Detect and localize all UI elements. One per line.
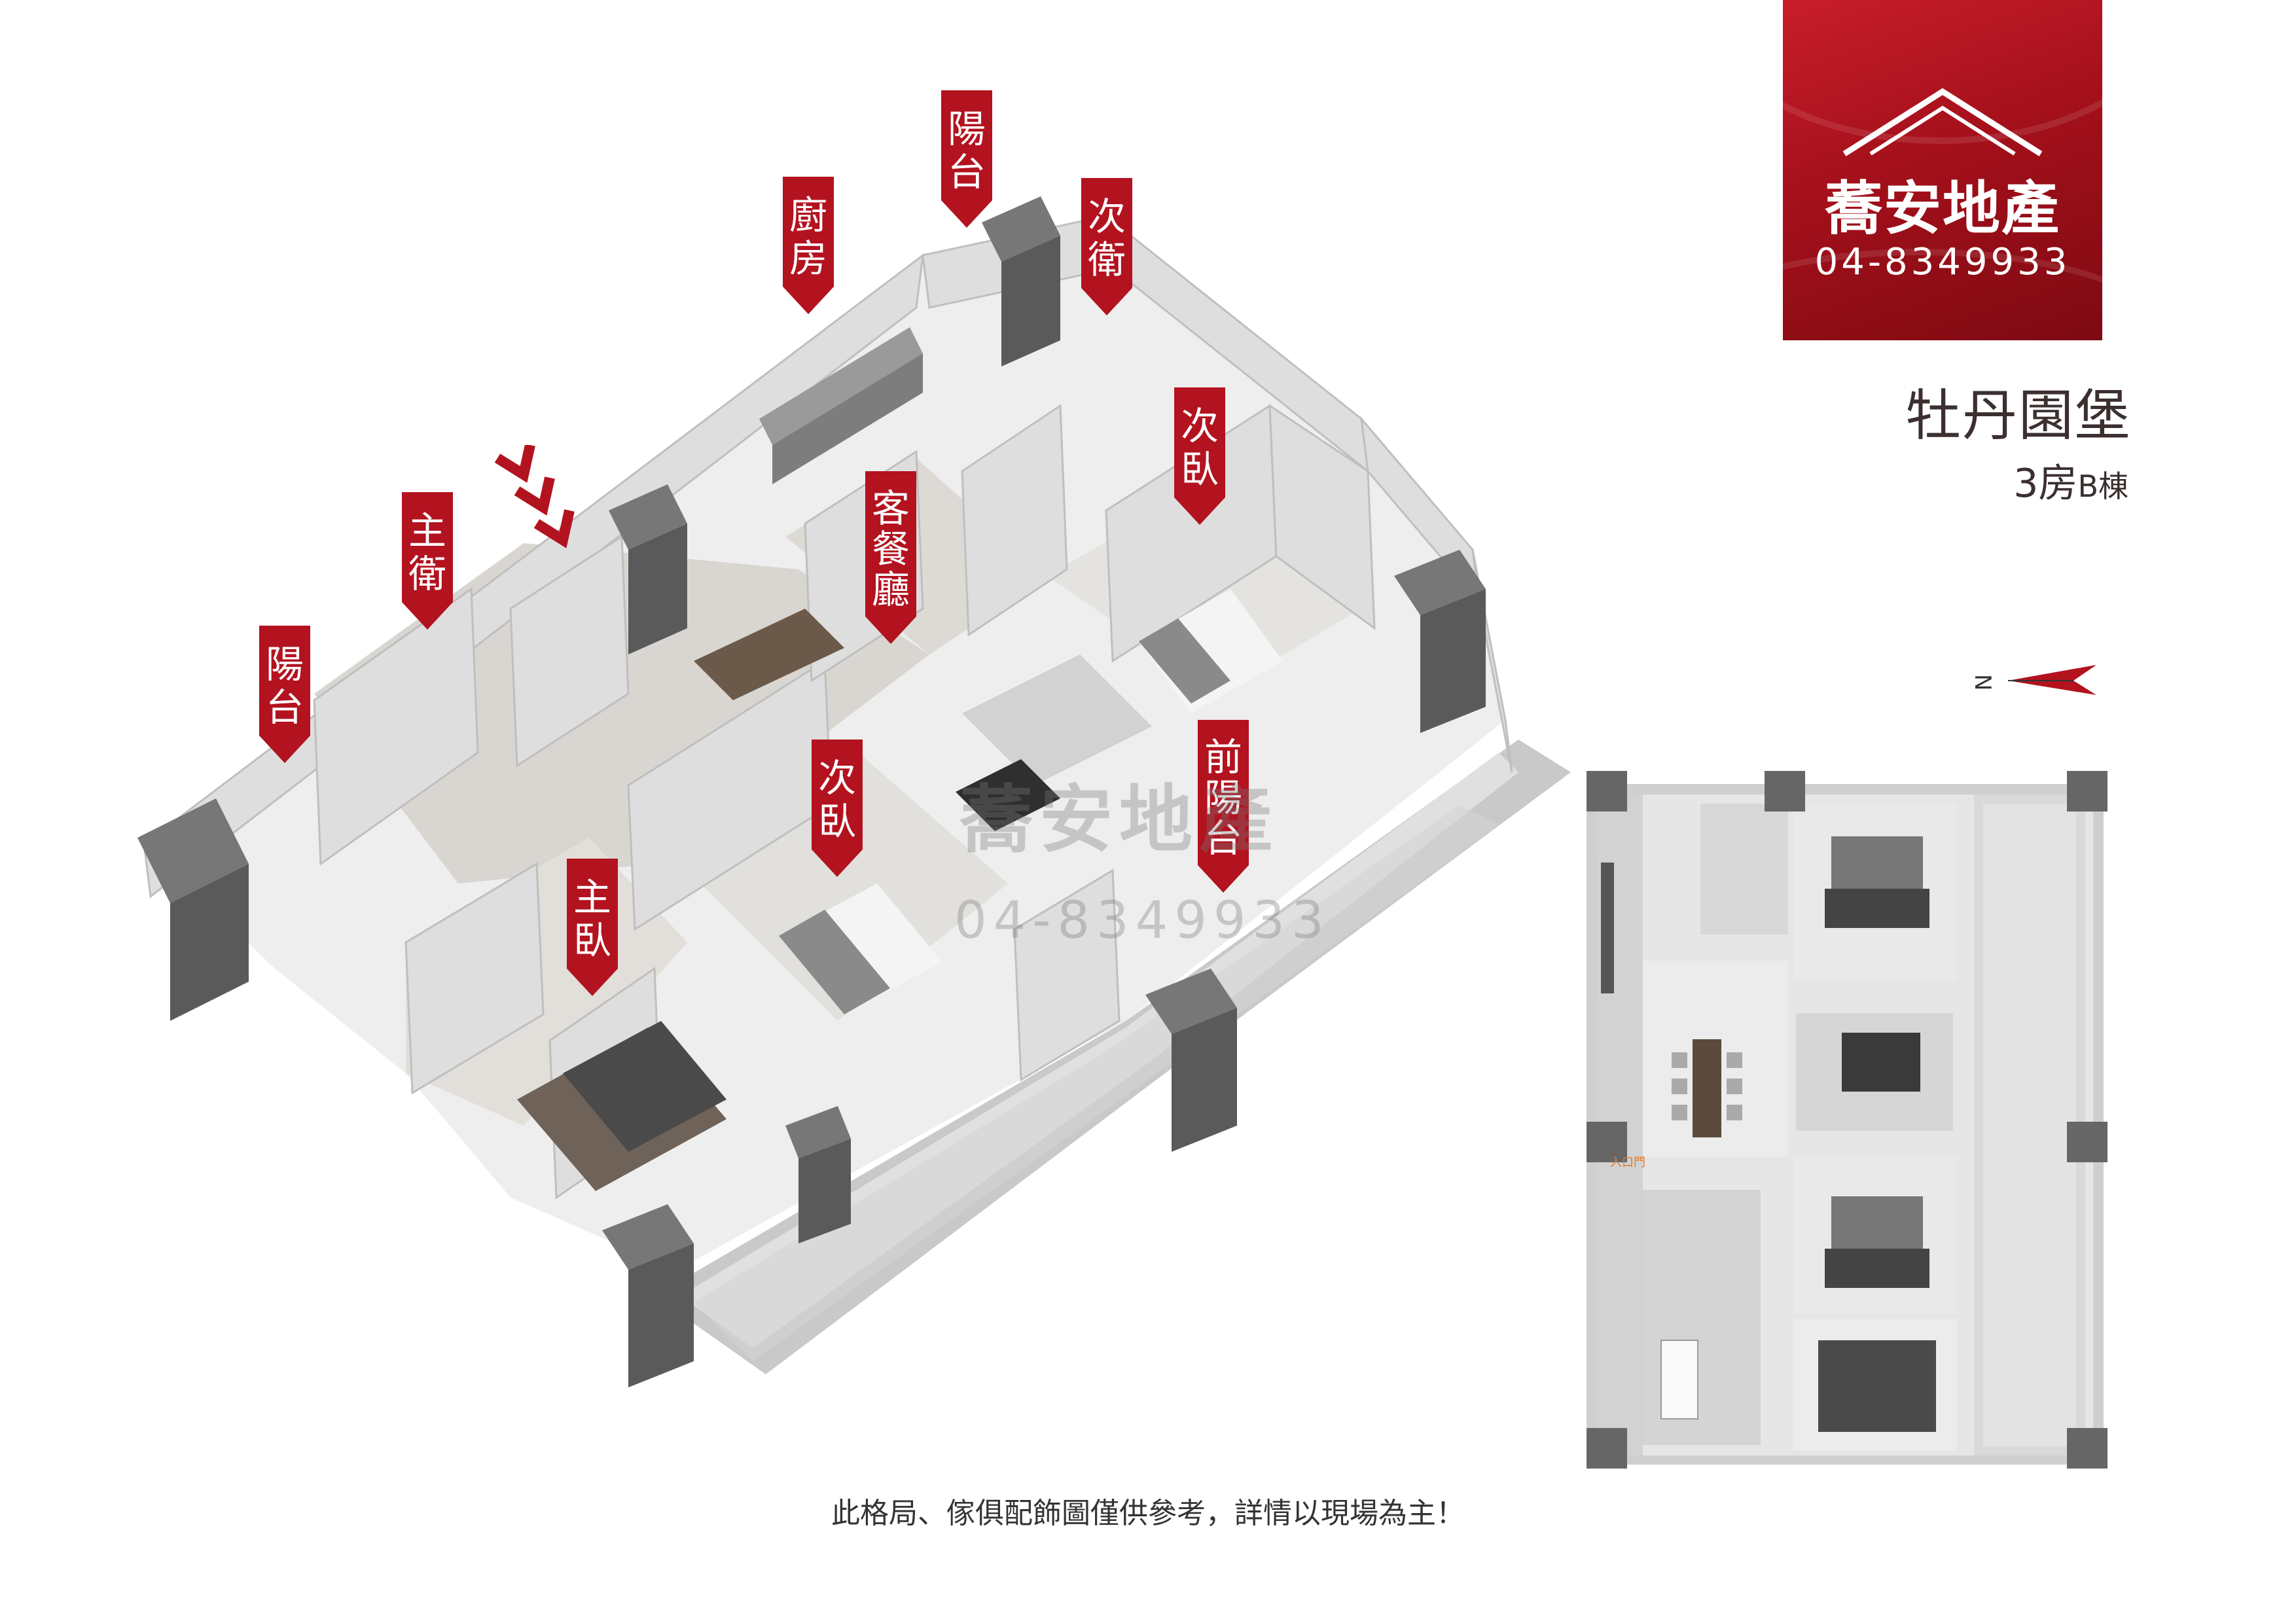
brand-name: 蕎安地產: [1824, 175, 2060, 242]
room-tag-label: 前陽台: [1198, 720, 1249, 865]
unit-type: 3房B棟: [2013, 452, 2128, 508]
room-tag-pointer: [402, 602, 453, 630]
unit-rooms: 3房: [2013, 461, 2078, 507]
room-tag-label: 次臥: [812, 740, 863, 849]
room-tag-living-dining: 客餐廳: [865, 471, 916, 644]
room-tag-label: 廚房: [783, 177, 834, 287]
room-tag-pointer: [259, 736, 310, 763]
entrance-label: 入口門: [1610, 1156, 1645, 1169]
2d-floor-plan: [1587, 771, 2108, 1469]
room-tag-label: 客餐廳: [865, 471, 916, 616]
furniture: [517, 327, 1283, 1191]
room-tag-secondary-bath: 次衛: [1081, 178, 1132, 315]
front-balcony-terrazzo: [655, 740, 1571, 1374]
disclaimer-text: 此格局、傢俱配飾圖僅供參考，詳情以現場為主！: [831, 1497, 1465, 1530]
room-tag-pointer: [865, 616, 916, 644]
watermark-brand-name: 蕎安地產: [960, 777, 1279, 863]
room-tag-pointer: [1081, 288, 1132, 315]
house-roof-icon: [1842, 88, 2043, 156]
project-name: 牡丹園堡: [1905, 383, 2131, 448]
room-tag-secondary-bedroom-1: 次臥: [1174, 387, 1225, 525]
room-tag-master-bath: 主衛: [402, 492, 453, 630]
compass-label: N: [1969, 674, 1996, 690]
room-tag-pointer: [1174, 497, 1225, 525]
room-tag-label: 次衛: [1081, 178, 1132, 288]
north-arrow-icon: N: [1969, 665, 2096, 695]
brand-logo-block: 蕎安地產 04-8349933: [1783, 0, 2102, 340]
room-tag-label: 次臥: [1174, 387, 1225, 497]
room-tag-label: 陽台: [259, 626, 310, 736]
room-tag-pointer: [1198, 865, 1249, 893]
room-tag-kitchen: 廚房: [783, 177, 834, 314]
room-tag-pointer: [941, 200, 992, 228]
room-tag-pointer: [783, 287, 834, 314]
room-tag-label: 陽台: [941, 90, 992, 200]
room-tag-label: 主臥: [567, 859, 618, 969]
watermark-phone: 04-8349933: [954, 891, 1331, 950]
room-tag-master-bedroom: 主臥: [567, 859, 618, 996]
room-tag-pointer: [567, 969, 618, 996]
structural-columns: [137, 196, 1486, 1387]
unit-building: B棟: [2077, 469, 2128, 504]
walls: [143, 213, 1513, 1200]
brand-phone: 04-8349933: [1814, 241, 2071, 283]
room-tag-balcony-top: 陽台: [941, 90, 992, 228]
entrance-chevron-icon: [494, 445, 575, 548]
room-tag-balcony-left: 陽台: [259, 626, 310, 763]
room-tag-label: 主衛: [402, 492, 453, 602]
room-tag-pointer: [812, 849, 863, 877]
room-tag-secondary-bedroom-2: 次臥: [812, 740, 863, 877]
room-tag-front-balcony: 前陽台: [1198, 720, 1249, 893]
